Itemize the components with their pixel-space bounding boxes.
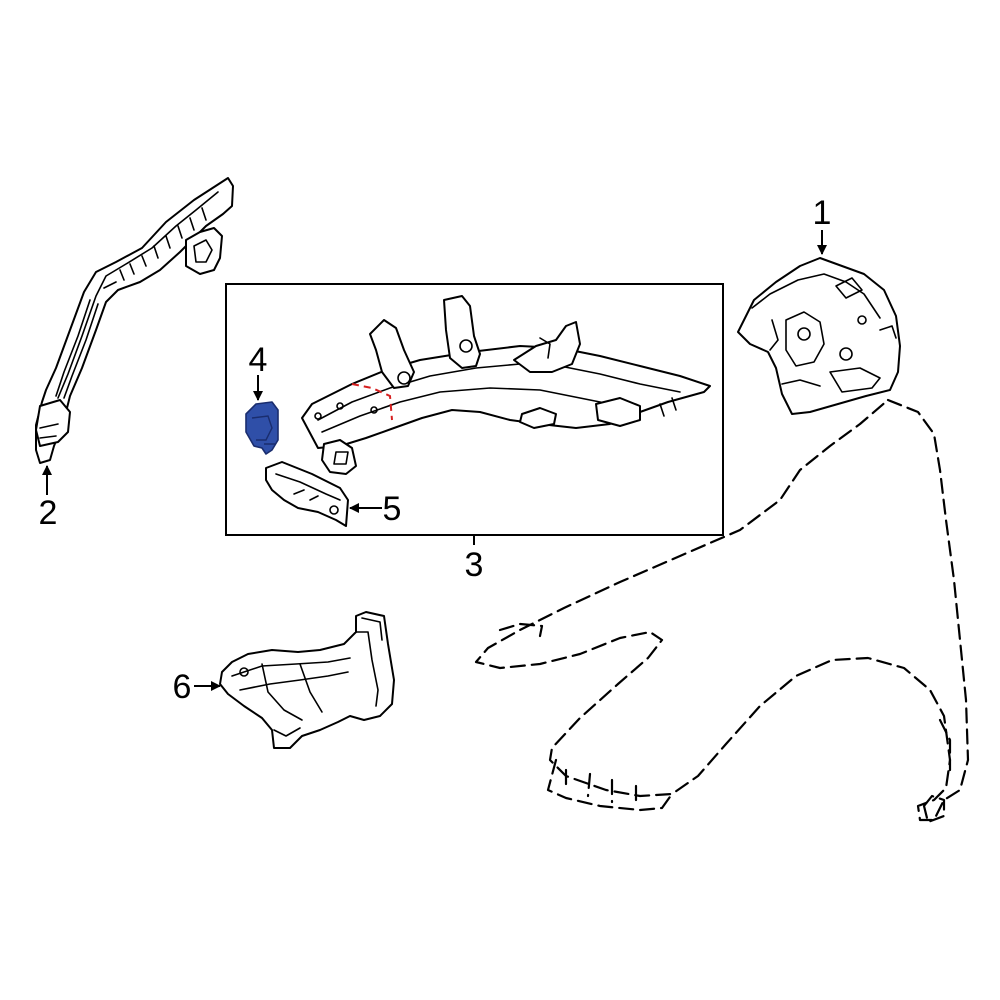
part-2-apron-reinforcement[interactable]	[35, 177, 234, 495]
callout-1: 1	[813, 194, 832, 232]
cut-line	[351, 383, 393, 421]
callout-6: 6	[173, 668, 192, 706]
part-1-wheelhouse[interactable]	[737, 230, 901, 415]
part-5-plate[interactable]	[265, 461, 382, 527]
callout-5: 5	[383, 490, 402, 528]
part-4-bracket-highlighted[interactable]	[245, 375, 279, 455]
callout-3: 3	[465, 546, 484, 584]
fender-dashed-outline	[474, 398, 970, 824]
part-6-lower-bracket[interactable]	[194, 611, 395, 749]
callout-4: 4	[249, 341, 268, 379]
part-3-side-member[interactable]	[301, 295, 711, 545]
callout-2: 2	[39, 494, 58, 532]
